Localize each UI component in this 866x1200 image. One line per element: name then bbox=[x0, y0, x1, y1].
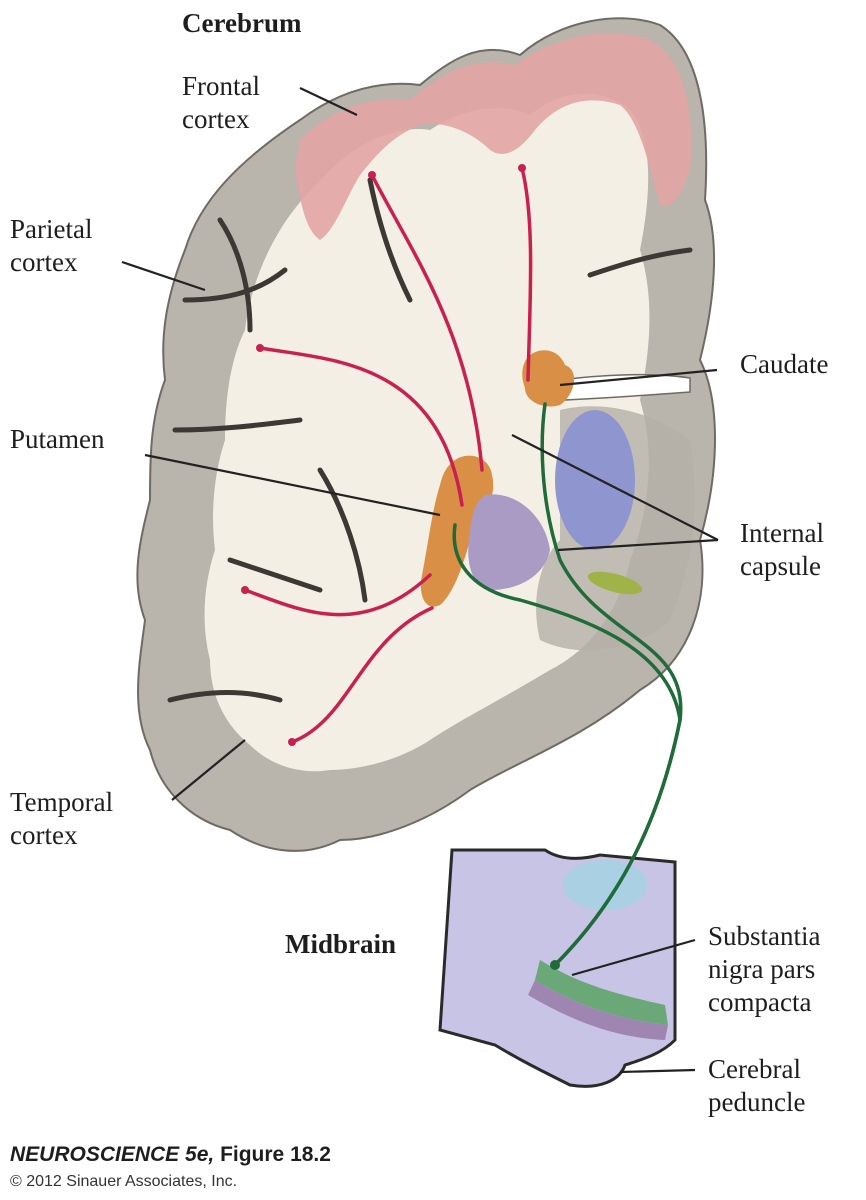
substantia-nigra-leader bbox=[571, 938, 696, 977]
internal-capsule-blue-structure bbox=[555, 410, 635, 550]
parietal-cortex-label: Parietal cortex bbox=[10, 213, 92, 279]
frontal-leader bbox=[299, 87, 358, 116]
frontal-cortex-label-line1: Frontal bbox=[182, 71, 260, 101]
cerebral-peduncle-label: Cerebral peduncle bbox=[708, 1053, 805, 1119]
cerebral-peduncle-leader bbox=[619, 1068, 696, 1074]
copyright-notice: © 2012 Sinauer Associates, Inc. bbox=[10, 1173, 238, 1190]
midbrain-title: Midbrain bbox=[285, 929, 397, 959]
synapse-marker bbox=[518, 164, 526, 172]
temporal-cortex-label-line2: cortex bbox=[10, 820, 78, 850]
nigra-cell-body-marker bbox=[550, 960, 560, 970]
frontal-to-putamen-fiber bbox=[370, 173, 484, 472]
substantia-nigra-purple bbox=[528, 980, 668, 1040]
putamen-structure bbox=[420, 455, 494, 607]
substantia-nigra-label-line3: compacta bbox=[708, 987, 812, 1017]
parietal-to-putamen-fiber bbox=[258, 346, 464, 507]
parietal-cortex-label-line2: cortex bbox=[10, 247, 78, 277]
internal-capsule-leader-upper bbox=[511, 434, 719, 541]
sulcus-lines bbox=[167, 177, 693, 703]
frontal-cortex-region bbox=[295, 33, 692, 240]
caudate-structure bbox=[522, 350, 575, 407]
substantia-nigra-label-line1: Substantia bbox=[708, 921, 821, 951]
temporal-leader bbox=[171, 739, 246, 801]
putamen-label: Putamen bbox=[10, 424, 105, 454]
substantia-nigra-label: Substantia nigra pars compacta bbox=[708, 920, 821, 1019]
cerebral-peduncle-label-line1: Cerebral bbox=[708, 1054, 801, 1084]
internal-capsule-label-line2: capsule bbox=[740, 551, 821, 581]
synapse-marker bbox=[256, 344, 264, 352]
frontal-cortex-label-line2: cortex bbox=[182, 104, 250, 134]
synapse-marker bbox=[368, 171, 376, 179]
synapse-marker bbox=[241, 586, 249, 594]
caudate-leader bbox=[559, 368, 718, 387]
book-title: NEUROSCIENCE 5e, bbox=[10, 1143, 215, 1166]
synapse-marker bbox=[288, 738, 296, 746]
internal-capsule-label: Internal capsule bbox=[740, 517, 824, 583]
globus-pallidus-structure bbox=[468, 494, 550, 590]
temporal-cortex-label: Temporal cortex bbox=[10, 786, 113, 852]
caudate-label: Caudate bbox=[740, 349, 829, 379]
temporal-cortex-label-line1: Temporal bbox=[10, 787, 114, 817]
nigra-to-putamen-fiber bbox=[452, 523, 682, 967]
substantia-nigra-green bbox=[535, 960, 668, 1025]
parietal-cortex-label-line1: Parietal bbox=[10, 214, 93, 244]
temporal-to-putamen-fiber-1 bbox=[243, 573, 432, 617]
internal-capsule-label-line1: Internal bbox=[740, 518, 824, 548]
green-small-structure bbox=[587, 571, 643, 595]
cerebrum-title: Cerebrum bbox=[182, 8, 302, 38]
frontal-cortex-label: Frontal cortex bbox=[182, 70, 260, 136]
temporal-to-putamen-fiber-2 bbox=[290, 606, 434, 744]
cerebrum-section bbox=[136, 17, 716, 852]
internal-capsule-leader-lower bbox=[557, 538, 719, 552]
figure-caption: NEUROSCIENCE 5e, Figure 18.2 bbox=[10, 1143, 331, 1167]
cerebral-peduncle-label-line2: peduncle bbox=[708, 1087, 806, 1117]
leader-lines bbox=[121, 87, 719, 1074]
cortical-pathways bbox=[243, 166, 533, 744]
parietal-leader bbox=[121, 260, 206, 292]
substantia-nigra-label-line2: nigra pars bbox=[708, 954, 816, 984]
frontal-to-caudate-fiber bbox=[520, 166, 533, 382]
figure-number: Figure 18.2 bbox=[220, 1143, 331, 1166]
putamen-leader bbox=[144, 453, 441, 517]
synapse-markers bbox=[241, 164, 526, 746]
nigrostriatal-pathway bbox=[452, 402, 683, 967]
